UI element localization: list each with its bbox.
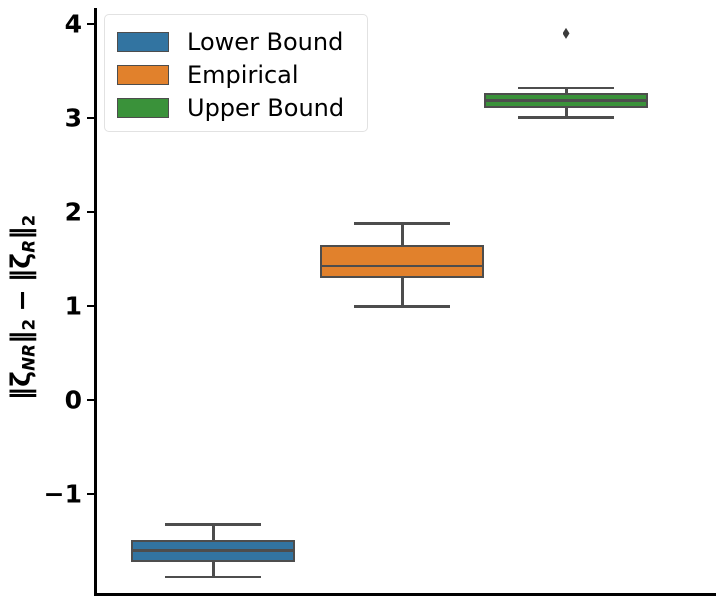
legend-label: Upper Bound xyxy=(187,93,345,122)
y-tick-label: −1 xyxy=(43,479,82,509)
whisker-lower xyxy=(565,107,568,118)
legend-item-upper-bound[interactable]: Upper Bound xyxy=(117,91,355,124)
legend-label: Empirical xyxy=(187,60,299,89)
ylabel-sub-two-b: 2 xyxy=(18,214,39,227)
legend-item-lower-bound[interactable]: Lower Bound xyxy=(117,25,355,58)
legend-label: Lower Bound xyxy=(187,27,344,56)
y-tick-mark xyxy=(87,305,94,307)
box-iqr[interactable] xyxy=(320,244,484,278)
legend-swatch xyxy=(117,31,169,52)
whisker-cap-upper xyxy=(518,86,614,90)
whisker-lower xyxy=(401,277,404,306)
legend-swatch xyxy=(117,97,169,118)
median-line xyxy=(320,264,484,268)
y-tick-mark xyxy=(87,23,94,25)
whisker-cap-lower xyxy=(165,575,261,579)
y-tick-label: 3 xyxy=(64,103,82,133)
x-axis-spine xyxy=(94,593,716,596)
y-tick-label: 1 xyxy=(64,291,82,321)
legend-item-empirical[interactable]: Empirical xyxy=(117,58,355,91)
ylabel-minus: − xyxy=(6,289,38,312)
outlier-point xyxy=(562,27,570,39)
y-tick-mark xyxy=(87,117,94,119)
y-tick-mark xyxy=(87,211,94,213)
legend-swatch xyxy=(117,64,169,85)
whisker-cap-lower xyxy=(354,305,450,308)
plot-area xyxy=(96,8,716,594)
whisker-cap-lower xyxy=(518,116,614,119)
whisker-upper xyxy=(212,524,215,541)
y-tick-label: 2 xyxy=(64,197,82,227)
y-tick-mark xyxy=(87,399,94,401)
y-tick-mark xyxy=(87,493,94,495)
ylabel-sub-r: R xyxy=(18,239,39,253)
whisker-upper xyxy=(401,223,404,245)
y-tick-label: 0 xyxy=(64,385,82,415)
y-tick-label: 4 xyxy=(64,9,82,39)
median-line xyxy=(131,549,295,552)
ylabel-sub-nr: NR xyxy=(18,343,39,371)
y-axis-spine xyxy=(94,8,97,596)
whisker-lower xyxy=(212,561,215,577)
ylabel-sub-two-a: 2 xyxy=(18,318,39,331)
whisker-cap-upper xyxy=(165,523,261,526)
whisker-upper xyxy=(565,87,568,93)
median-line xyxy=(484,99,648,102)
y-axis-label: ‖ζNR‖2 − ‖ζR‖2 xyxy=(5,214,39,401)
whisker-cap-upper xyxy=(354,222,450,225)
